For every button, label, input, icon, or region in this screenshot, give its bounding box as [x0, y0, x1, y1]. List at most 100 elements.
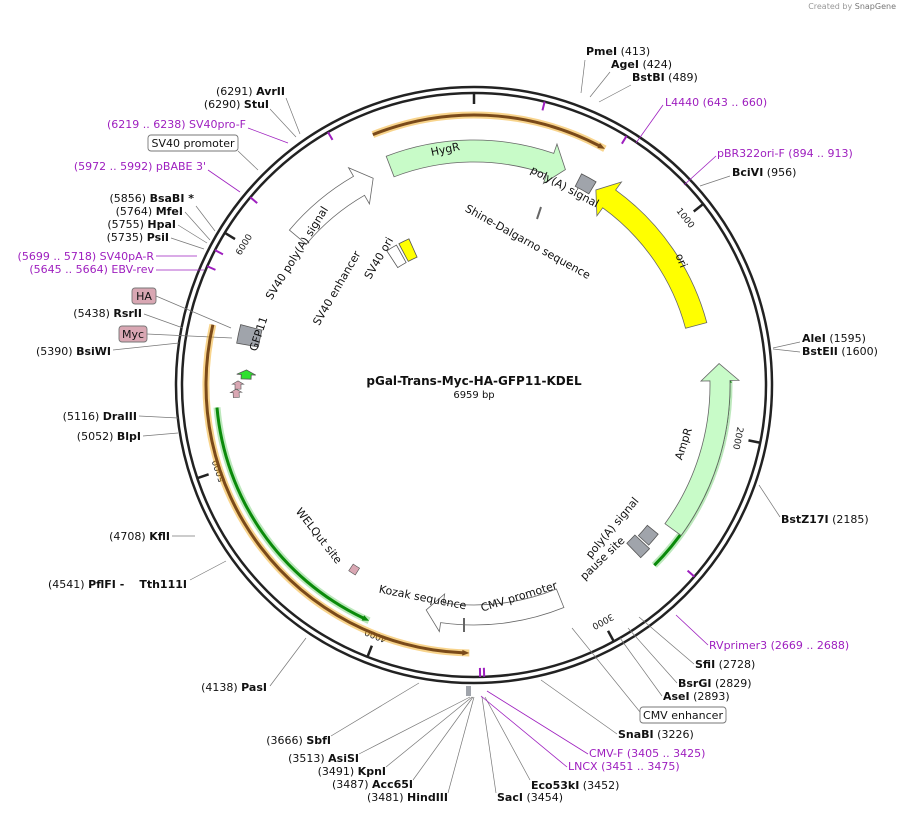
primer-leader-line [247, 127, 289, 144]
site-position: (5116) [63, 410, 103, 423]
sv40pro-f-mark [327, 131, 334, 141]
primer-leader-line [486, 690, 589, 755]
tick-label: 1000 [674, 207, 696, 231]
pbabe-mark [249, 196, 258, 204]
site-leader-line [699, 175, 731, 187]
site-position: (5764) [116, 205, 156, 218]
welqut-box [348, 563, 360, 576]
site-label: BstBI (489) [632, 71, 698, 84]
tick-label: 2000 [730, 426, 744, 451]
site-label: (3487) Acc65I [332, 778, 413, 791]
primer-label: (6219 .. 6238) SV40pro-F [107, 118, 246, 131]
primer-label: CMV-F (3405 .. 3425) [589, 747, 705, 760]
site-leader-line [484, 696, 531, 781]
primer-label: L4440 (643 .. 660) [665, 96, 767, 109]
primer-leader-line [675, 614, 709, 646]
shine-dalgarno-mark [536, 206, 542, 220]
sv40-ori-box [398, 238, 418, 262]
kozak-label: Kozak sequence [378, 583, 468, 613]
primer-range: (3405 .. 3425) [623, 747, 705, 760]
site-label: (5116) DraIII [63, 410, 137, 423]
site-leader-line [627, 627, 678, 684]
site-name: PmeI [586, 45, 617, 58]
site-label: (6290) StuI [204, 98, 269, 111]
primer-range: (5972 .. 5992) [74, 160, 156, 173]
site-name: PsiI [147, 231, 169, 244]
site-name: Eco53kI [531, 779, 579, 792]
sv40-polya-label: SV40 poly(A) signal [263, 204, 331, 302]
primer-name: SV40pA-R [100, 250, 155, 263]
l4440-mark [541, 101, 546, 111]
site-leader-line [269, 108, 297, 138]
site-label: (3666) SbfI [266, 734, 331, 747]
site-name: BciVI [732, 166, 763, 179]
site-leader-line [189, 560, 227, 581]
site-position: (1595) [826, 332, 866, 345]
site-name: MfeI [156, 205, 183, 218]
gfp11-arrow [236, 369, 256, 380]
site-leader-line [385, 696, 473, 768]
site-label: BciVI (956) [732, 166, 796, 179]
sv40-promoter-box [236, 324, 263, 348]
ori-arrow [595, 181, 708, 329]
site-leader-line [589, 71, 611, 98]
site-leader-line [330, 682, 420, 737]
site-position: (2829) [711, 677, 751, 690]
site-position: (5438) [73, 307, 113, 320]
site-label: SnaBI (3226) [618, 728, 694, 741]
primer-name: pBABE 3' [156, 160, 206, 173]
site-position: (3452) [579, 779, 619, 792]
hygr-arrow [385, 139, 566, 185]
site-leader-line [619, 637, 663, 697]
primer-name: RVprimer3 [709, 639, 767, 652]
site-position: (956) [763, 166, 796, 179]
site-leader-line [195, 205, 216, 232]
credit-brand: SnapGene [854, 2, 896, 11]
site-position: (3513) [288, 752, 328, 765]
site-position: (5735) [107, 231, 147, 244]
site-name: KpnI [358, 765, 386, 778]
primer-range: (2669 .. 2688) [767, 639, 849, 652]
site-position: (5390) [36, 345, 76, 358]
site-leader-line [540, 679, 618, 735]
tick-label: 6000 [235, 232, 256, 257]
tick-mark [196, 473, 210, 480]
site-leader-line [184, 211, 211, 241]
snapgene-credit: Created by SnapGene [808, 2, 896, 11]
site-position: (6290) [204, 98, 244, 111]
site-position: (2893) [690, 690, 730, 703]
site-position: (2728) [715, 658, 755, 671]
site-leader-line [170, 237, 205, 250]
primer-name: SV40pro-F [189, 118, 246, 131]
site-name: AsiSI [328, 752, 359, 765]
site-position: (3454) [523, 791, 563, 804]
site-label: (5390) BsiWI [36, 345, 111, 358]
primer-range: (5699 .. 5718) [18, 250, 100, 263]
site-leader-line [269, 637, 307, 687]
site-label: (5438) RsrII [73, 307, 142, 320]
site-name: AseI [663, 690, 690, 703]
primer-name: LNCX [568, 760, 598, 773]
tick-mark [366, 645, 373, 658]
site-name: SbfI [306, 734, 331, 747]
primer-leader-line [207, 169, 241, 193]
hygr-label: HygR [430, 140, 462, 159]
site-position: (1600) [838, 345, 878, 358]
primer-label: (5972 .. 5992) pBABE 3' [74, 160, 206, 173]
primer-label: (5699 .. 5718) SV40pA-R [18, 250, 155, 263]
welqut-label: WELQut site [293, 505, 345, 566]
site-position: (4138) [201, 681, 241, 694]
site-label: (5735) PsiI [107, 231, 169, 244]
site-label: (4541) PflFI - [48, 578, 124, 591]
site-name: BsiWI [76, 345, 111, 358]
shine-dalgarno-label: Shine-Dalgarno sequence [463, 202, 593, 282]
site-leader-line [142, 432, 179, 437]
site-label: PmeI (413) [586, 45, 650, 58]
site-position: (4708) [109, 530, 149, 543]
site-label: (3481) HindIII [367, 791, 448, 804]
ha-label: HA [136, 290, 152, 303]
polya-box-top [574, 173, 597, 195]
ori-label: ori [673, 252, 690, 270]
site-name: BsrGI [678, 677, 711, 690]
